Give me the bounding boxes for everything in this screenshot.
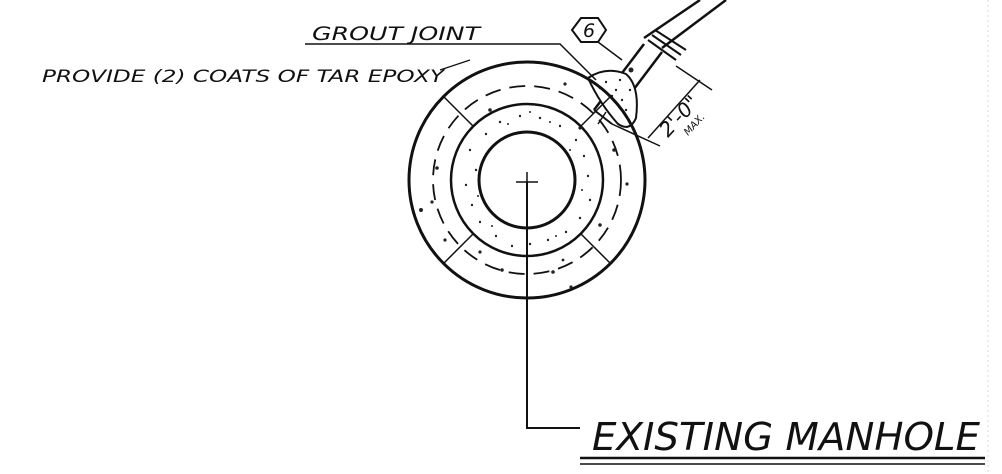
callout-number: 6	[583, 20, 595, 42]
grout-joint-callout: GROUT JOINT	[305, 23, 597, 81]
existing-manhole-label: EXISTING MANHOLE	[592, 415, 980, 459]
coats-note-label: PROVIDE (2) COATS OF TAR EPOXY	[42, 67, 446, 87]
existing-manhole-leader	[526, 182, 580, 429]
callout-hexagon: 6	[570, 17, 623, 61]
existing-manhole-title: EXISTING MANHOLE	[580, 415, 985, 465]
grout-joint-label: GROUT JOINT	[312, 23, 482, 45]
coats-note-callout: PROVIDE (2) COATS OF TAR EPOXY	[42, 59, 471, 87]
